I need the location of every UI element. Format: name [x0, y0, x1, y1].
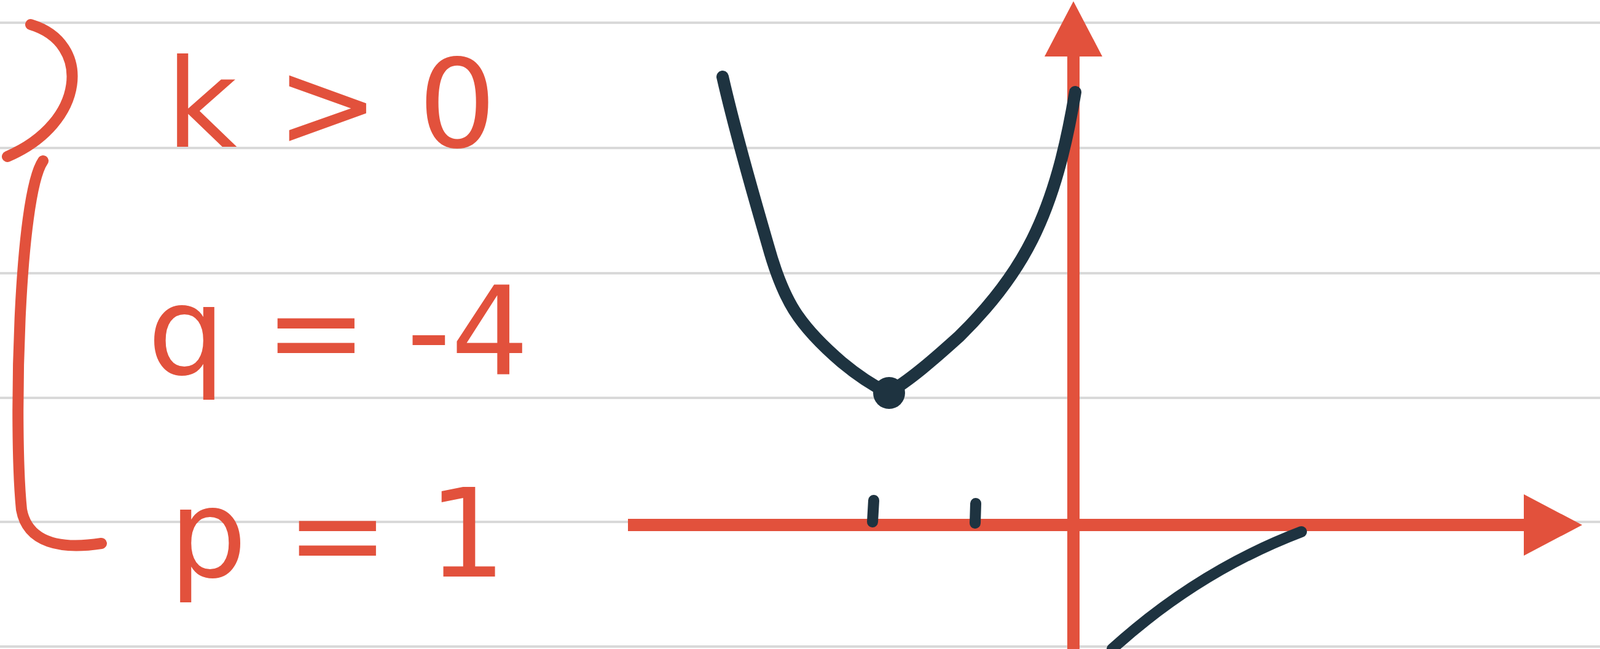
brace	[7, 24, 102, 546]
curve	[1112, 532, 1302, 649]
ruled-line	[0, 21, 1600, 24]
root-mark	[975, 503, 976, 524]
ruled-line	[0, 396, 1600, 400]
handwritten-note: q = -4	[147, 270, 530, 394]
ruled-line	[0, 645, 1600, 649]
handwritten-note: k > 0	[165, 43, 497, 166]
y-axis-arrowhead	[1044, 1, 1103, 57]
handwritten-note: p = 1	[168, 473, 507, 597]
x-axis-arrowhead	[1523, 494, 1583, 557]
vertex-dot	[873, 377, 906, 410]
parabola	[722, 76, 1076, 394]
ruled-lines	[0, 22, 1600, 648]
root-mark	[872, 500, 874, 523]
